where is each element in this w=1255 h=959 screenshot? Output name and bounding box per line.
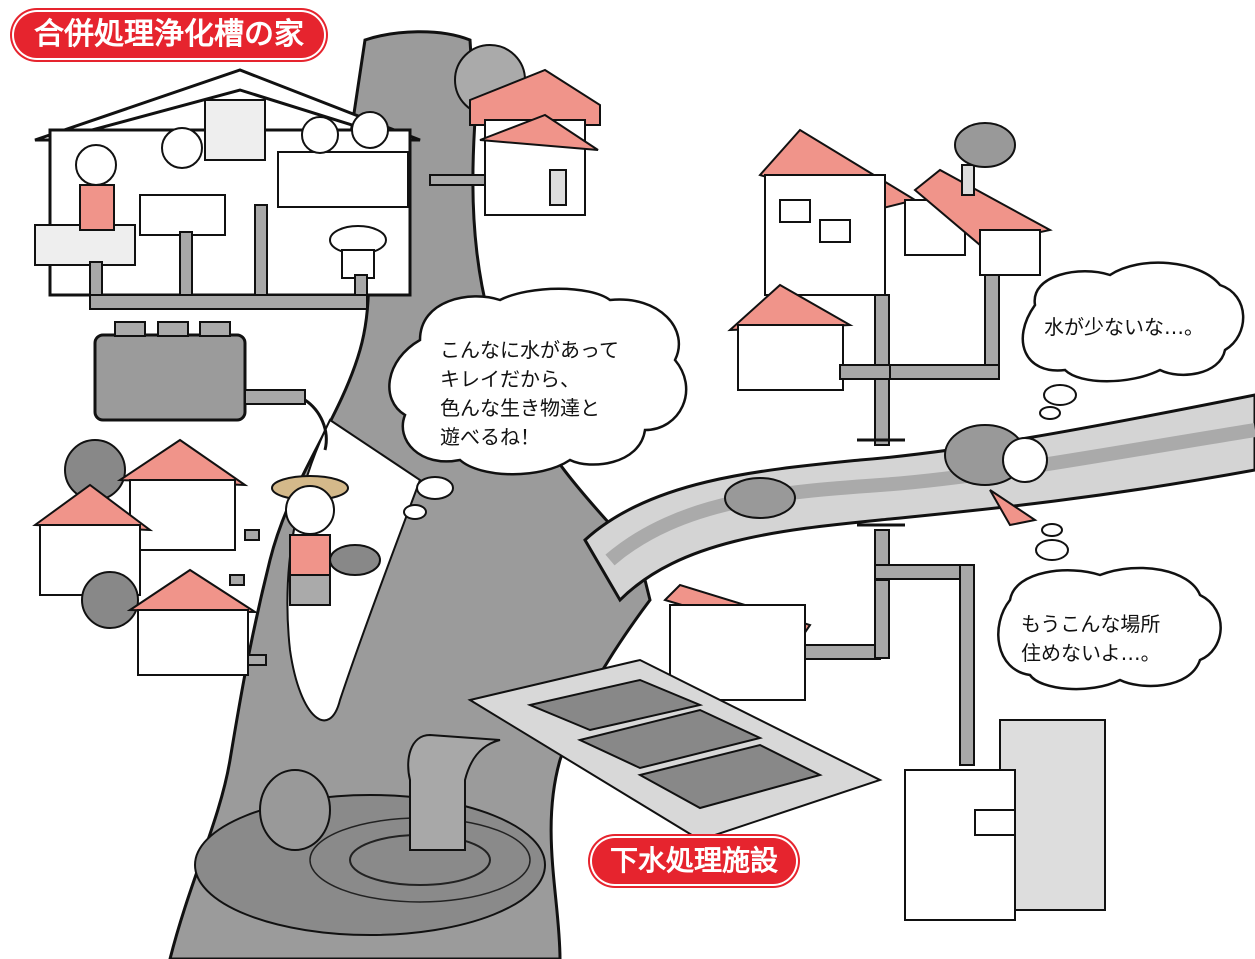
child-bath-figure — [351, 111, 389, 149]
pool — [194, 794, 546, 936]
fish-swimming — [724, 477, 796, 519]
bubble-child-line: 色んな生き物達と — [440, 396, 600, 420]
bubble-fish-leaving: もうこんな場所 住めないよ…。 — [1021, 610, 1161, 668]
side-stream — [583, 393, 1255, 603]
bubble-child: こんなに水があって キレイだから、 色んな生き物達と 遊べるね！ — [440, 336, 619, 452]
fish-sad-icon — [259, 769, 331, 851]
bubble-child-line: こんなに水があって — [440, 338, 619, 362]
bubble-leaving-shape — [997, 566, 1222, 691]
bubble-leaving-line: もうこんな場所 — [1021, 612, 1161, 636]
office-building — [999, 719, 1106, 911]
fish-angry-icon — [944, 424, 1048, 527]
child-with-fish-icon — [271, 475, 381, 606]
girl-figure — [301, 116, 339, 154]
bubble-fish-low-water: 水が少ないな…。 — [1044, 315, 1204, 339]
bubble-child-shape — [388, 287, 688, 476]
drain-pipes — [89, 204, 368, 310]
septic-tank — [93, 333, 247, 422]
sewage-facility-label: 下水処理施設 — [592, 838, 797, 884]
bubble-low-water-shape — [1021, 261, 1245, 383]
smoke — [954, 122, 1016, 168]
bubble-leaving-line: 住めないよ…。 — [1021, 641, 1161, 665]
boy-figure — [161, 127, 203, 169]
bubble-child-line: 遊べるね！ — [440, 425, 540, 449]
bubble-child-line: キレイだから、 — [440, 367, 580, 391]
house-title-label: 合併処理浄化槽の家 — [14, 12, 324, 58]
mother-figure — [75, 144, 117, 186]
